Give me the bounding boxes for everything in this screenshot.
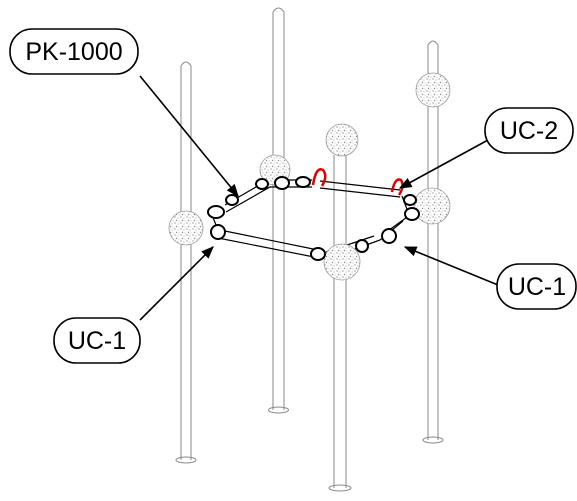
clamp [381,228,397,244]
leader-arrows [139,75,499,321]
ball-front [323,243,361,281]
clamp [207,205,225,219]
post-front-left [175,61,197,464]
post-back-right [422,40,444,444]
clamp [403,194,417,206]
clamp [295,176,311,188]
red-clamp-left [311,168,327,187]
ball-left [168,210,204,246]
ball-connectors [168,72,451,281]
clamp [274,176,290,190]
posts [175,7,444,492]
frame [211,179,411,259]
post-front-center [328,155,352,492]
leader-uc-1-left [139,246,214,321]
leader-uc-1-right [403,246,499,286]
ball-top-right [415,72,451,108]
callout-uc-1-left: UC-1 [53,317,141,364]
clamp [355,239,369,253]
clamps [207,176,420,261]
callout-uc-2-label: UC-2 [500,117,558,145]
clamp [404,207,420,221]
leader-pk-1000 [139,75,239,197]
callout-uc-1-left-label: UC-1 [68,327,126,355]
ball-top-center [325,123,359,157]
leader-uc-2 [398,139,489,189]
callout-uc-2: UC-2 [484,107,574,154]
clamp [225,194,239,206]
callout-uc-1-right-label: UC-1 [508,273,566,301]
clamp [210,224,226,240]
callout-uc-1-right: UC-1 [496,263,577,310]
callout-pk-1000: PK-1000 [9,28,139,75]
clamp [310,247,326,261]
callout-pk-1000-label: PK-1000 [25,38,122,66]
post-back-center [268,7,289,414]
ball-right [413,187,451,225]
clamp [255,178,269,190]
